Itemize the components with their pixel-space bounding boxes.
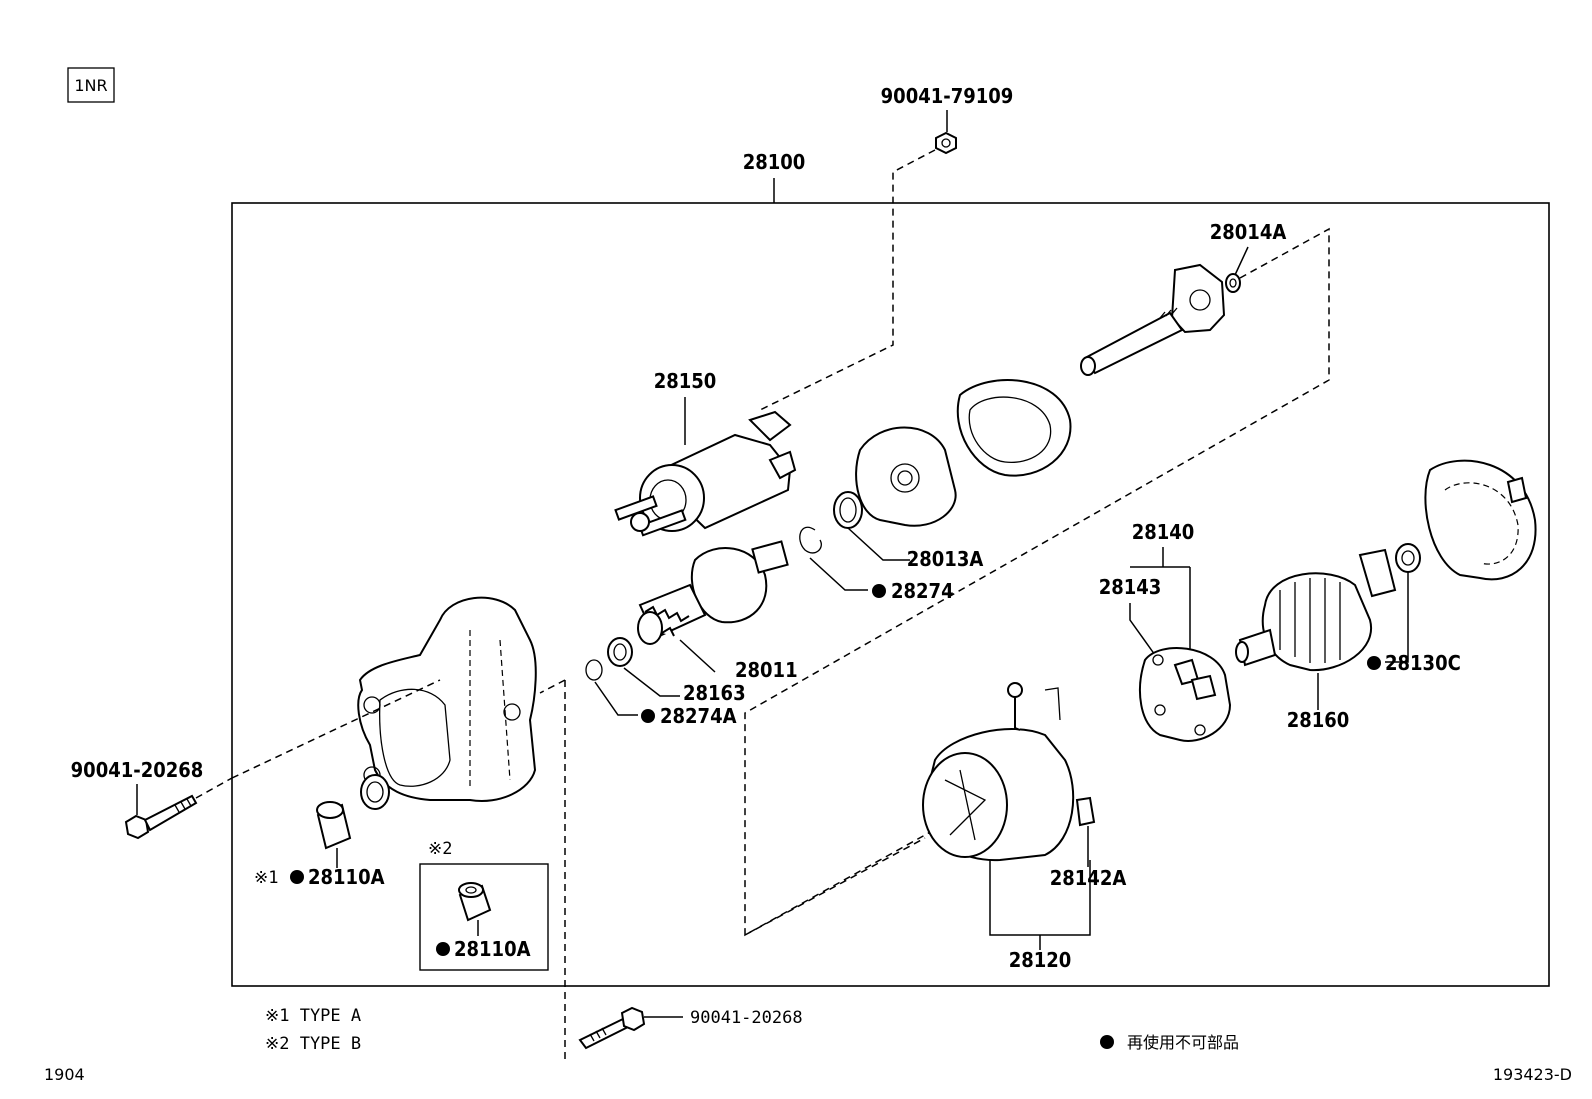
type-b-box: [419, 863, 549, 971]
brush-holder-icon: [1139, 647, 1232, 742]
snap-ring-28274a-icon: [585, 659, 603, 681]
part-label-28100[interactable]: 28100: [743, 150, 806, 174]
non-reusable-dot-icon: [1100, 1035, 1114, 1049]
part-label-28013a[interactable]: 28013A: [907, 547, 984, 571]
assembly-frame: [231, 202, 1550, 987]
drive-end-housing-icon: [357, 596, 537, 810]
part-label-28160[interactable]: 28160: [1287, 708, 1350, 732]
bolt-left-icon: [124, 794, 198, 840]
end-cover-icon: [1424, 459, 1537, 581]
solenoid-28150-icon: [614, 410, 797, 537]
part-label-28274a[interactable]: 28274A: [660, 704, 737, 728]
bearing-28130c-icon: [1395, 543, 1421, 573]
part-label-28110a-type-b[interactable]: 28110A: [454, 937, 531, 961]
bolt-bottom-icon: [578, 1006, 646, 1050]
note-type-b: ※2 TYPE B: [265, 1034, 361, 1054]
part-label-90041-20268-left[interactable]: 90041-20268: [71, 758, 204, 782]
type-b-box-label: ※2: [428, 839, 452, 859]
part-label-90041-79109[interactable]: 90041-79109: [881, 84, 1014, 108]
part-label-28142a[interactable]: 28142A: [1050, 866, 1127, 890]
nut-icon: [935, 131, 957, 155]
part-label-28163[interactable]: 28163: [683, 681, 746, 705]
washer-28163-icon: [607, 637, 633, 667]
part-prefix-type-a: ※1: [254, 868, 278, 888]
note-type-a: ※1 TYPE A: [265, 1006, 361, 1026]
footer-right-code: 193423-D: [1493, 1065, 1572, 1084]
bushing-28110a-type-b-icon: [458, 882, 492, 922]
part-label-28120[interactable]: 28120: [1009, 948, 1072, 972]
part-label-28014a[interactable]: 28014A: [1210, 220, 1287, 244]
part-label-28130c[interactable]: 28130C: [1385, 651, 1461, 675]
footer-left-code: 1904: [44, 1065, 85, 1084]
part-label-28150[interactable]: 28150: [654, 369, 717, 393]
legend-non-reusable: 再使用不可部品: [1127, 1033, 1239, 1052]
part-label-28140[interactable]: 28140: [1132, 520, 1195, 544]
field-frame-icon: [922, 682, 1096, 862]
part-label-28274[interactable]: 28274: [891, 579, 954, 603]
part-label-28143[interactable]: 28143: [1099, 575, 1162, 599]
yoke-ring-icon: [956, 379, 1072, 477]
drive-housing-icon: [833, 426, 957, 529]
bushing-28110a-type-a-icon: [316, 801, 352, 850]
engine-badge: 1NR: [67, 67, 115, 103]
armature-icon: [1235, 548, 1397, 672]
snap-ring-28274-icon: [799, 526, 822, 554]
part-label-90041-20268-bottom[interactable]: 90041-20268: [690, 1008, 803, 1028]
part-label-28011[interactable]: 28011: [735, 658, 798, 682]
gear-shaft-icon: [1080, 263, 1226, 376]
starter-clutch-icon: [637, 540, 789, 645]
bushing-28014a-icon: [1225, 273, 1241, 293]
part-label-28110a-type-a[interactable]: 28110A: [308, 865, 385, 889]
engine-badge-text: 1NR: [74, 76, 107, 95]
